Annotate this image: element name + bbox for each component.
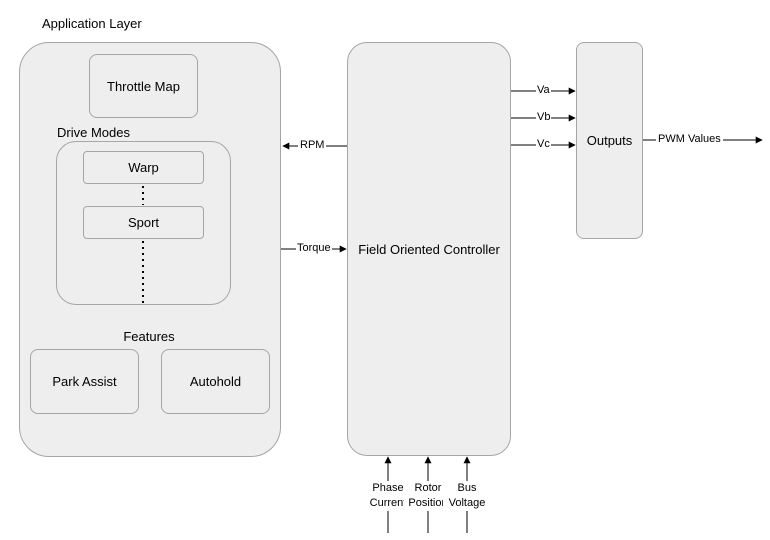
va-label: Va [536,84,551,96]
features-title: Features [123,329,175,344]
phase-current-line-1: Phase [372,482,404,494]
warp-mode-box[interactable]: Warp [83,151,204,184]
phase-current-line-2: Current [369,497,407,509]
pwm-values-label: PWM Values [656,133,723,145]
sport-mode-box[interactable]: Sport [83,206,204,239]
park-assist-box[interactable]: Park Assist [30,349,139,414]
field-oriented-controller-label: Field Oriented Controller [358,241,500,257]
rotor-position-line-1: Rotor [414,482,442,494]
phase-current-label: Phase Current [364,481,412,511]
outputs-box[interactable]: Outputs [576,42,643,239]
drive-modes-title: Drive Modes [57,125,130,140]
sport-mode-label: Sport [127,215,160,230]
warp-mode-label: Warp [128,160,159,175]
vc-label: Vc [536,138,551,150]
torque-label: Torque [296,242,332,254]
rotor-position-line-2: Position [408,497,448,509]
park-assist-label: Park Assist [52,374,117,389]
bus-voltage-line-1: Bus [457,482,477,494]
rpm-label: RPM [298,139,327,151]
throttle-map-label: Throttle Map [107,78,180,94]
throttle-map-box[interactable]: Throttle Map [89,54,198,118]
autohold-box[interactable]: Autohold [161,349,270,414]
autohold-label: Autohold [189,374,242,389]
outputs-label: Outputs [586,133,633,148]
bus-voltage-line-2: Voltage [448,497,486,509]
application-layer-title: Application Layer [42,16,142,31]
bus-voltage-label: Bus Voltage [443,481,491,511]
field-oriented-controller-box[interactable]: Field Oriented Controller [347,42,511,456]
vb-label: Vb [536,111,552,123]
